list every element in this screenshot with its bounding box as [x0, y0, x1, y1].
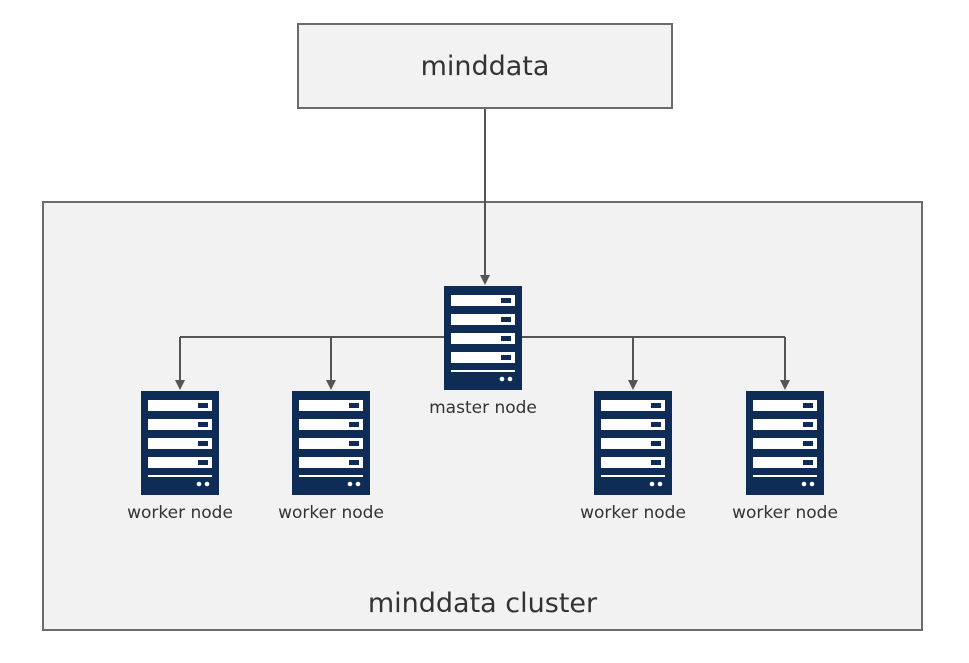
- worker-node-label: worker node: [580, 503, 686, 523]
- server-icon: [444, 286, 522, 390]
- minddata-box: minddata: [297, 23, 673, 109]
- server-icon: [594, 391, 672, 495]
- server-icon: [746, 391, 824, 495]
- master-node-label: master node: [429, 398, 537, 418]
- cluster-label: minddata cluster: [367, 588, 598, 619]
- minddata-title: minddata: [420, 51, 550, 82]
- server-icon: [141, 391, 219, 495]
- worker-node-label: worker node: [732, 503, 838, 523]
- server-icon: [292, 391, 370, 495]
- worker-node-label: worker node: [278, 503, 384, 523]
- worker-node-label: worker node: [127, 503, 233, 523]
